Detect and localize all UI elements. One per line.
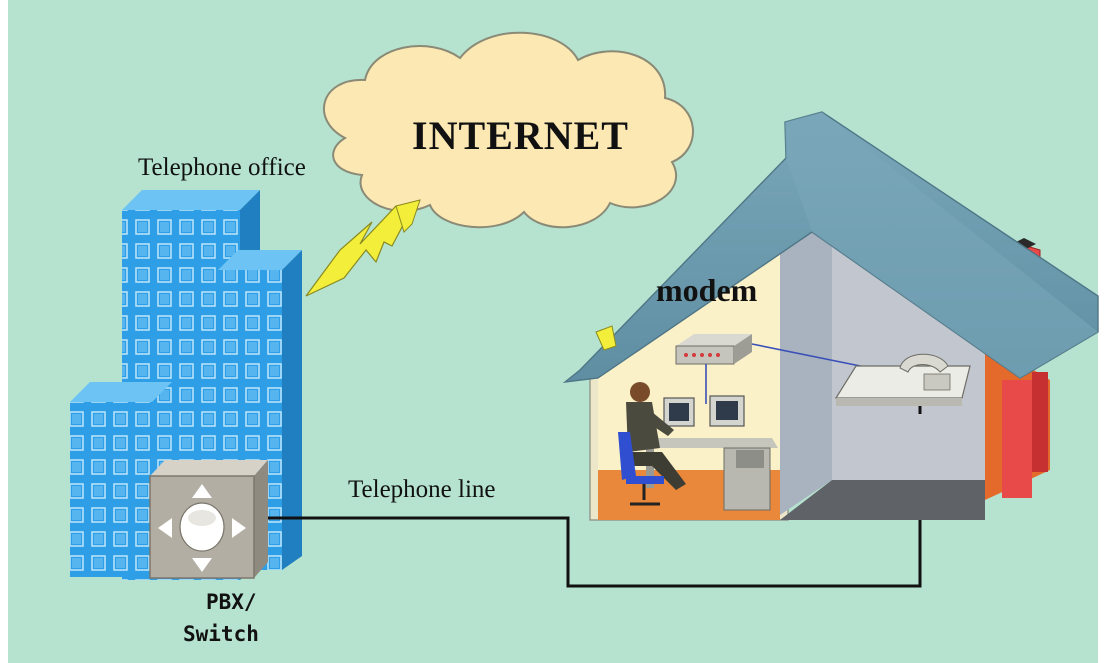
antenna-icon [595, 325, 617, 351]
modem-label: modem [656, 272, 758, 308]
pbx-switch [149, 460, 268, 579]
telephone-line-label: Telephone line [348, 476, 496, 503]
switch-label: Switch [183, 622, 259, 646]
pbx-label: PBX/ [206, 590, 257, 614]
telephone-icon [834, 353, 971, 414]
telephone-line [268, 412, 922, 588]
telephone-office-label: Telephone office [138, 154, 306, 181]
workstation [618, 382, 778, 511]
internet-cloud [322, 31, 694, 229]
internet-label: INTERNET [412, 113, 629, 158]
wireless-link-icon [305, 199, 421, 297]
frame-left [0, 0, 8, 663]
modem-device [675, 334, 881, 404]
frame-right [1098, 0, 1108, 663]
